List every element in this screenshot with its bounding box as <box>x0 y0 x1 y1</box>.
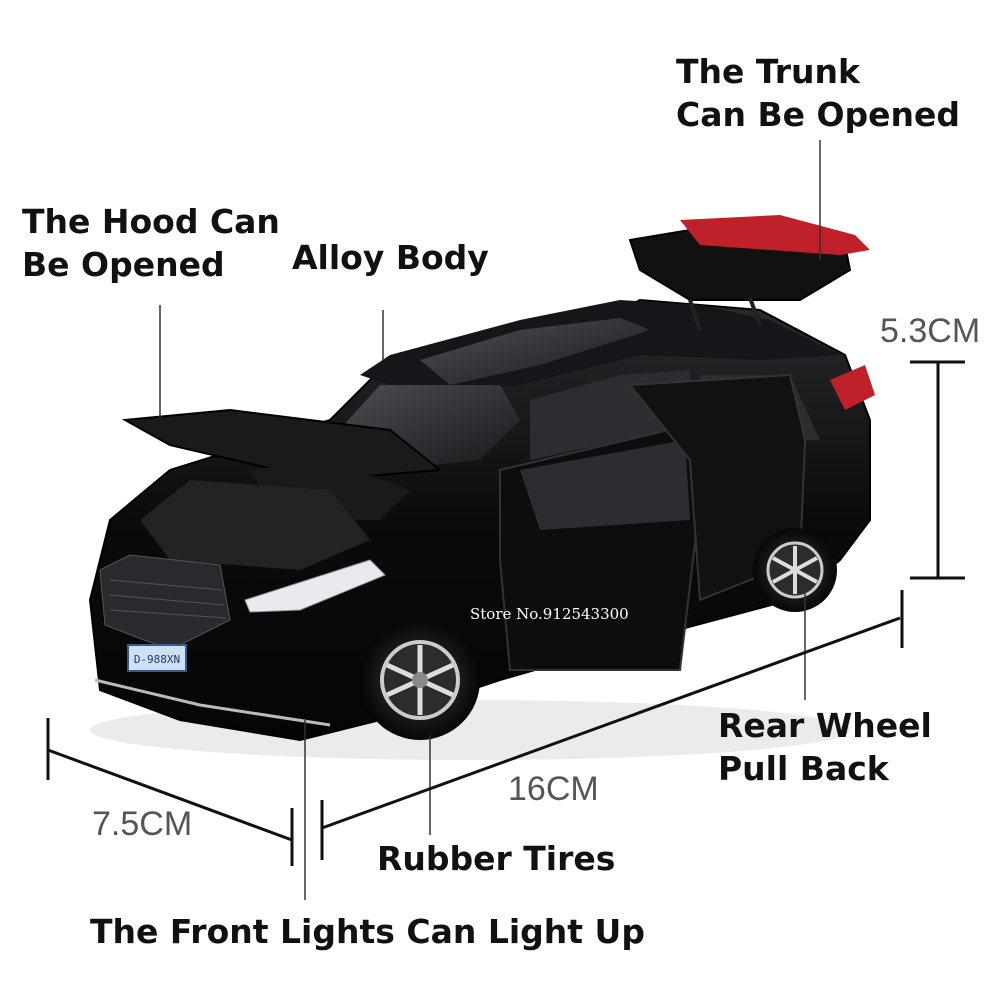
trunk-label-line2: Can Be Opened <box>676 95 961 134</box>
rear-wheel-label-line1: Rear Wheel <box>718 706 932 745</box>
rubber-tires-label: Rubber Tires <box>377 839 616 878</box>
width-dimension: 7.5CM <box>92 805 193 843</box>
height-dimension: 5.3CM <box>880 312 981 350</box>
trunk-label: The Trunk Can Be Opened <box>676 50 960 136</box>
alloy-body-label: Alloy Body <box>292 238 489 277</box>
car-model: D-988XN <box>88 215 875 760</box>
hood-label-line1: The Hood Can <box>22 202 280 241</box>
rear-wheel-label: Rear Wheel Pull Back <box>718 704 932 790</box>
rear-wheel-label-line2: Pull Back <box>718 749 889 788</box>
leader-lines <box>159 140 821 900</box>
length-dimension: 16CM <box>508 770 599 808</box>
hood-label: The Hood Can Be Opened <box>22 200 280 286</box>
front-wheel <box>360 620 480 740</box>
hood-label-line2: Be Opened <box>22 245 225 284</box>
trunk-label-line1: The Trunk <box>676 52 860 91</box>
dimension-lines <box>46 360 965 866</box>
front-lights-label: The Front Lights Can Light Up <box>90 912 645 951</box>
rear-wheel <box>753 528 837 612</box>
store-watermark: Store No.912543300 <box>470 605 629 623</box>
license-plate: D-988XN <box>134 653 180 666</box>
